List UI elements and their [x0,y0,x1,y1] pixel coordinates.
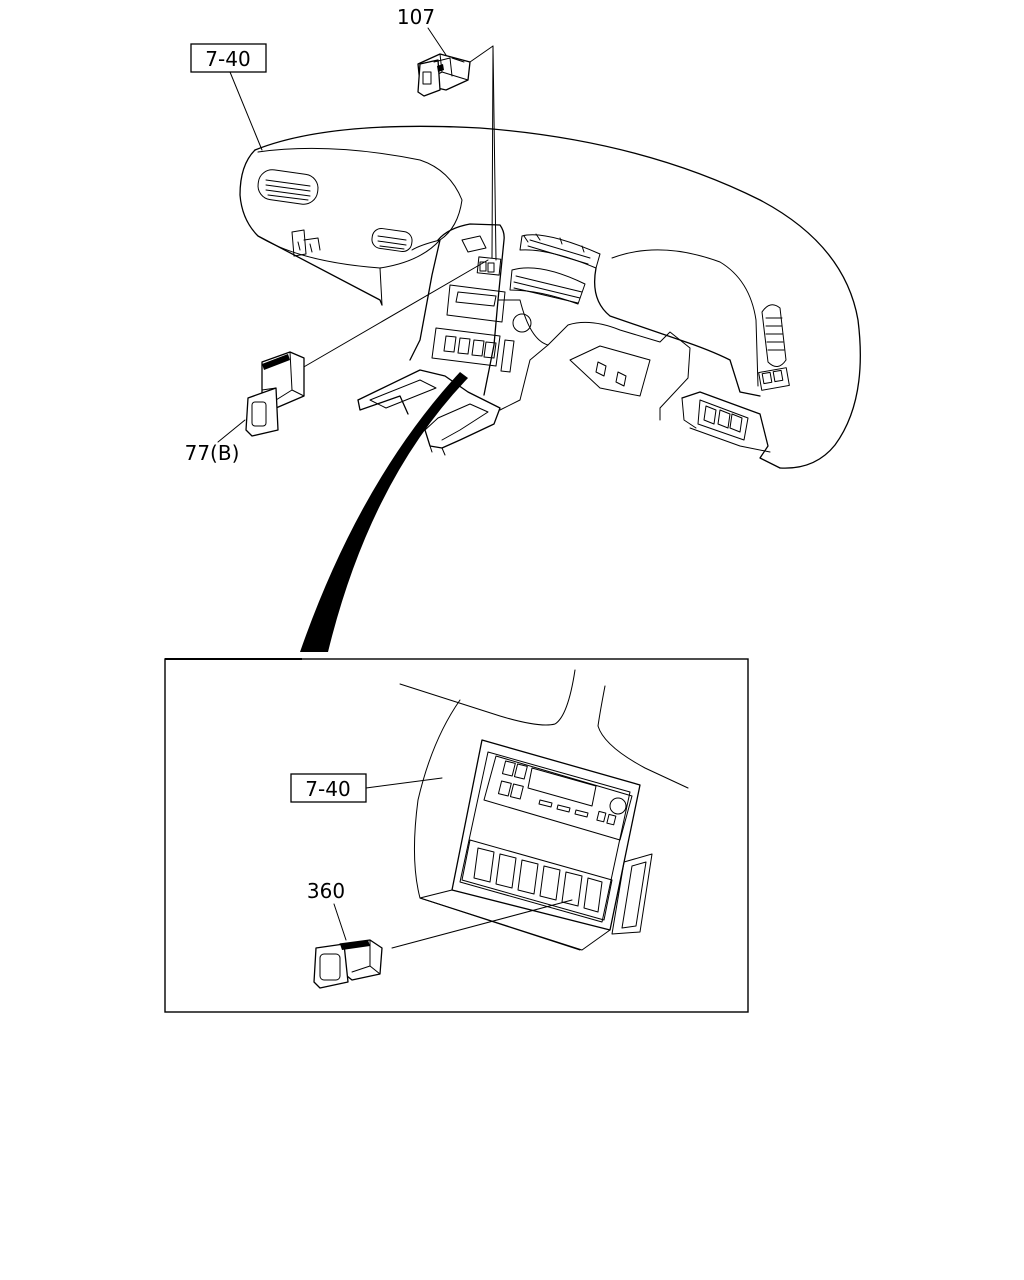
callout-ref-7-40-top: 7-40 [190,43,267,151]
lower-right-panel [681,391,781,469]
detail-dash-left [413,699,581,951]
part-77b-leader [301,259,489,369]
switch-360-icon [313,939,383,989]
detail-dash-right [597,685,689,789]
instrument-cluster [547,249,790,421]
left-air-vent [257,169,319,205]
ref-leader-detail [365,777,443,789]
part-107: 107 [397,5,497,261]
callout-ref-7-40-detail: 7-40 [290,773,443,803]
switch-107-icon [417,53,471,97]
part-77b-line [217,419,246,443]
dashboard-illustration [239,125,861,469]
part-360-leader [391,899,573,949]
detail-dash-upper [399,669,576,726]
part-107-label: 107 [397,5,435,29]
ref-leader-top [229,71,263,151]
part-107-leader [427,27,447,56]
switch-77b-icon [245,351,305,437]
zoom-wedge [300,372,468,652]
passenger-switch-icon [291,229,321,257]
ref-label-detail: 7-40 [305,777,350,801]
part-77b: 77(B) [185,259,489,465]
center-left-air-vent [371,227,413,253]
part-77b-label: 77(B) [185,441,240,465]
part-360-line [333,903,347,941]
detail-inset: 7-40 360 [164,658,749,1013]
detail-frame [164,658,749,1013]
part-360-label: 360 [307,879,345,903]
ref-box-top [190,43,267,73]
part-360: 360 [307,879,573,989]
detail-center-panel [419,739,653,951]
center-stack [409,223,601,396]
ref-label-top: 7-40 [205,47,250,71]
center-console [357,299,549,456]
part-107-bracket-b [491,45,494,259]
